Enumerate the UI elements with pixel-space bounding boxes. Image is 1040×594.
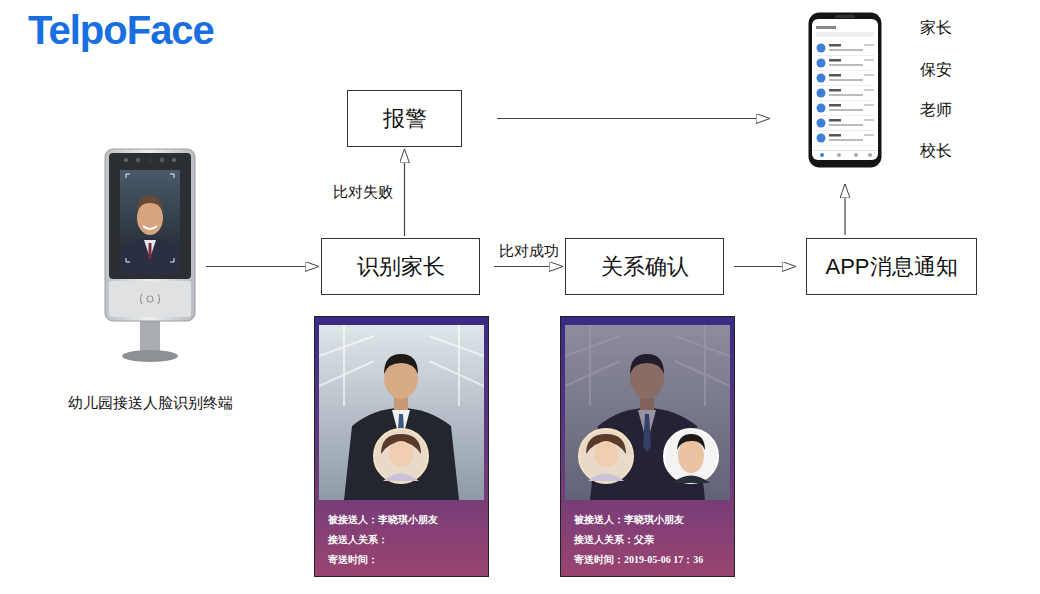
process-box: 识别家长	[321, 238, 480, 295]
process-box: 报警	[347, 90, 462, 147]
notice-card: 被接送人：李晓琪小朋友接送人关系： 寄送时间：	[314, 316, 488, 577]
recipient-label: 家长	[920, 18, 952, 39]
card-field: 被接送人：李晓琪小朋友	[574, 513, 684, 527]
flow-arrow	[494, 266, 563, 267]
process-box: APP消息通知	[806, 238, 977, 295]
card-field: 被接送人：李晓琪小朋友	[328, 513, 438, 527]
card-field: 接送人关系：	[328, 533, 388, 547]
edge-label: 比对成功	[497, 242, 561, 261]
flow-arrow	[404, 149, 405, 236]
process-box: 关系确认	[565, 238, 724, 295]
flow-arrow	[844, 184, 845, 235]
recipient-label: 校长	[920, 141, 952, 162]
edge-label: 比对失败	[331, 183, 395, 202]
notice-card: 被接送人：李晓琪小朋友接送人关系：父亲寄送时间：2019-05-06 17：36	[560, 316, 735, 577]
device-caption: 幼儿园接送人脸识别终端	[20, 394, 280, 413]
phone-device: 家长保安老师校长	[808, 12, 882, 168]
logo-text: TelpoFace	[28, 8, 214, 53]
phone-illustration	[808, 12, 882, 168]
terminal-illustration	[104, 148, 196, 366]
box-label: 关系确认	[601, 252, 689, 282]
card-field: 寄送时间：2019-05-06 17：36	[574, 553, 703, 567]
recipient-label: 老师	[920, 100, 952, 121]
terminal-device: 幼儿园接送人脸识别终端	[104, 148, 196, 366]
box-label: 识别家长	[357, 252, 445, 282]
flow-arrow	[734, 266, 796, 267]
box-label: APP消息通知	[825, 252, 957, 282]
box-label: 报警	[383, 104, 427, 134]
recipient-label: 保安	[920, 60, 952, 81]
card-field: 寄送时间：	[328, 553, 378, 567]
flow-arrow	[497, 118, 770, 119]
flow-arrow	[206, 266, 319, 267]
card-field: 接送人关系：父亲	[574, 533, 654, 547]
